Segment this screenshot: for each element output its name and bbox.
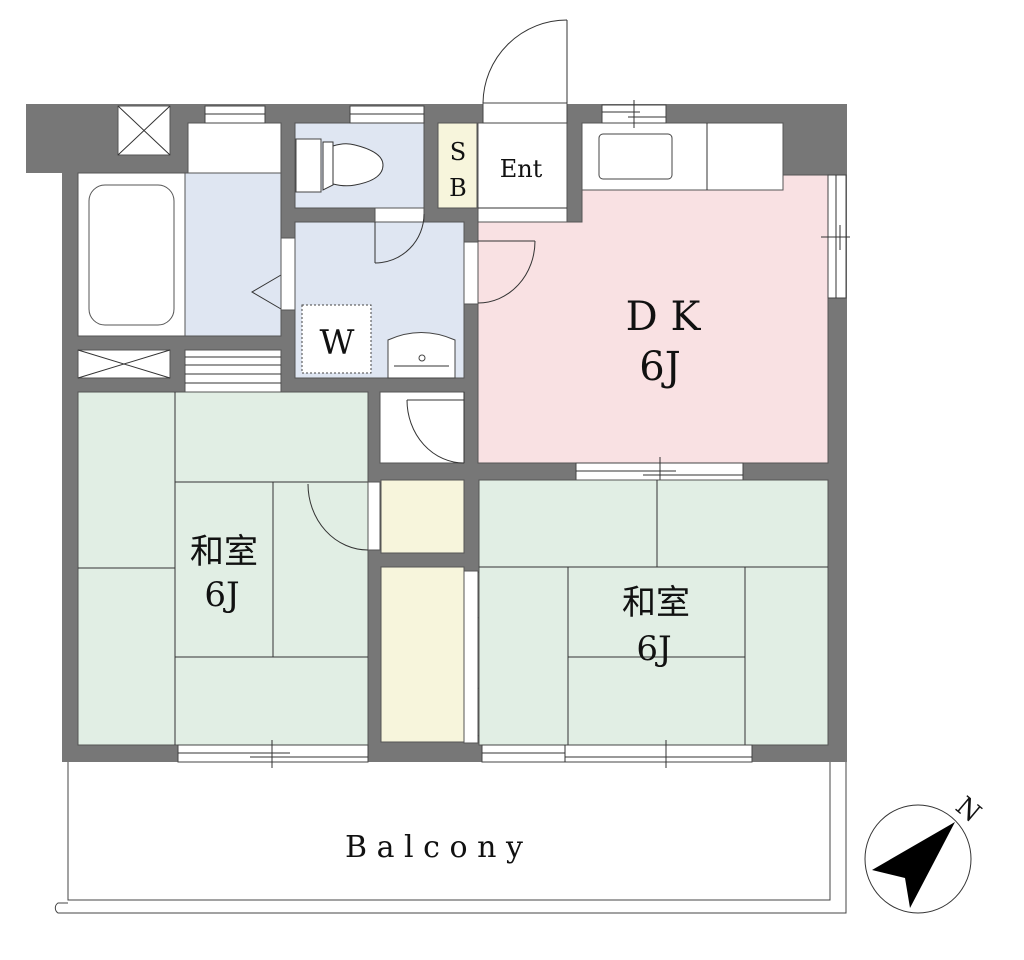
entrance-label: Ent: [500, 155, 543, 183]
vent-icon: [77, 349, 171, 379]
shelf: [184, 349, 282, 393]
north-compass-icon: N: [864, 791, 986, 914]
washitsu-left-label: 和室: [190, 532, 258, 572]
dk-label: D K: [626, 294, 702, 340]
washitsu-left-size: 6J: [204, 575, 239, 615]
entrance: [477, 122, 568, 223]
dk-door[interactable]: [463, 240, 536, 305]
closet-door[interactable]: [406, 392, 465, 464]
sb-label: S: [450, 138, 466, 166]
toilet-icon: [322, 141, 384, 191]
kitchen-sink-icon: [598, 133, 673, 180]
shoe-box: [437, 122, 478, 209]
closet: [379, 391, 465, 464]
washroom-label: W: [320, 323, 355, 363]
bathroom: [77, 122, 282, 337]
washitsu-right-size: 6J: [636, 629, 671, 669]
closet: [380, 479, 465, 554]
dk-size: 6J: [639, 344, 680, 390]
balcony-label: B a l c o n y: [345, 830, 523, 865]
washitsu-left: [77, 391, 369, 746]
bathtub-icon: [88, 184, 175, 326]
closet: [380, 566, 465, 743]
sink-icon: [387, 332, 456, 379]
washing-machine-space: [301, 304, 372, 374]
washitsu-left-door[interactable]: [307, 481, 381, 551]
washitsu-right-label: 和室: [622, 583, 690, 623]
vent-icon: [117, 105, 171, 156]
balcony: [54, 762, 847, 914]
entrance-door[interactable]: [482, 19, 568, 124]
sb-label: B: [449, 174, 467, 202]
toilet-room: [294, 122, 425, 209]
toilet-door[interactable]: [374, 207, 425, 264]
